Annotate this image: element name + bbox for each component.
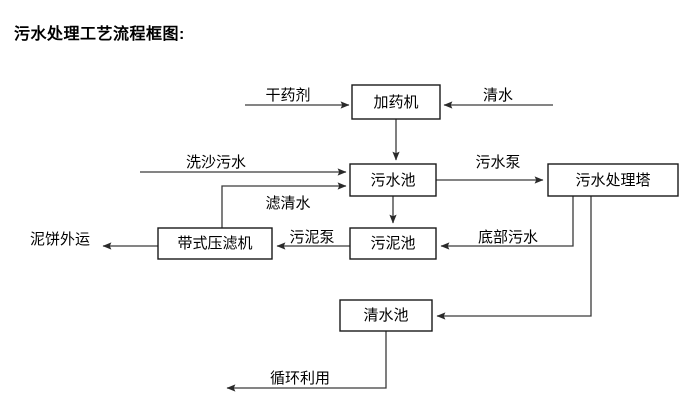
label-sewage-pump: 污水泵 xyxy=(475,154,520,171)
label-sand-wash-sewage: 洗沙污水 xyxy=(186,154,246,171)
edge-clean-pond-to-recycle xyxy=(226,331,387,392)
label-bottom-sewage: 底部污水 xyxy=(478,229,538,246)
node-belt-filter-press[interactable]: 带式压滤机 xyxy=(157,227,273,260)
node-dosing-machine[interactable]: 加药机 xyxy=(351,84,441,120)
node-label-sewage-pond: 污水池 xyxy=(370,172,415,189)
node-label-clean-water-pond: 清水池 xyxy=(363,307,408,324)
node-sewage-pond[interactable]: 污水池 xyxy=(349,163,437,197)
node-label-treatment-tower: 污水处理塔 xyxy=(575,172,650,189)
edge-tower-to-clean-pond xyxy=(436,196,592,320)
edge-tower-to-sludge-pond xyxy=(440,196,574,250)
label-recycle-reuse: 循环利用 xyxy=(270,370,330,387)
node-treatment-tower[interactable]: 污水处理塔 xyxy=(547,163,679,197)
label-dry-agent: 干药剂 xyxy=(265,87,310,104)
page-title: 污水处理工艺流程框图: xyxy=(14,26,185,43)
node-label-belt-filter-press: 带式压滤机 xyxy=(177,235,252,252)
label-mud-cake-transport: 泥饼外运 xyxy=(30,231,90,248)
node-clean-water-pond[interactable]: 清水池 xyxy=(339,299,433,332)
label-clean-water-input: 清水 xyxy=(483,87,513,104)
edge-beltpress-to-sewage-pond xyxy=(221,182,347,228)
node-label-sludge-pond: 污泥池 xyxy=(370,235,415,252)
label-filtrate-water: 滤清水 xyxy=(265,195,310,212)
label-sludge-pump: 污泥泵 xyxy=(289,229,334,246)
node-label-dosing-machine: 加药机 xyxy=(373,94,418,111)
node-sludge-pond[interactable]: 污泥池 xyxy=(349,227,437,260)
